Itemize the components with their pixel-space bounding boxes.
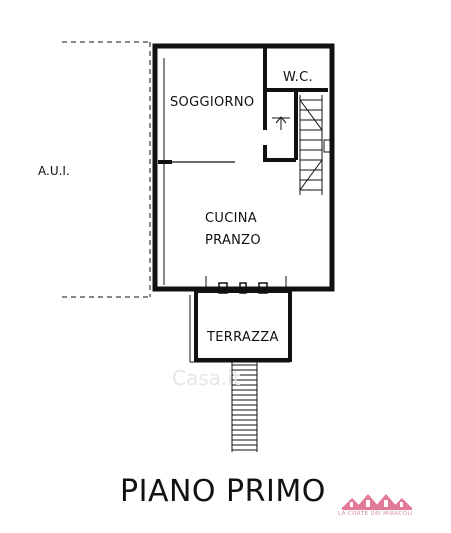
watermark: Casa.it bbox=[172, 366, 241, 390]
logo-text: LA CORTE DEI MIRACOLI bbox=[338, 511, 413, 517]
external-stair bbox=[231, 360, 258, 452]
logo-icon bbox=[342, 494, 412, 510]
room-label-wc: W.C. bbox=[283, 70, 313, 85]
page-title: PIANO PRIMO bbox=[120, 474, 326, 509]
terrace bbox=[189, 276, 292, 363]
room-label-soggiorno: SOGGIORNO bbox=[170, 95, 254, 110]
aui-boundary bbox=[62, 41, 151, 298]
room-label-pranzo: PRANZO bbox=[205, 233, 261, 248]
wc-door bbox=[272, 116, 290, 130]
staircase bbox=[299, 95, 331, 195]
aui-label: A.U.I. bbox=[38, 164, 70, 178]
room-label-cucina: CUCINA bbox=[205, 211, 257, 226]
room-label-terrazza: TERRAZZA bbox=[206, 330, 279, 345]
interior-walls bbox=[158, 48, 328, 164]
